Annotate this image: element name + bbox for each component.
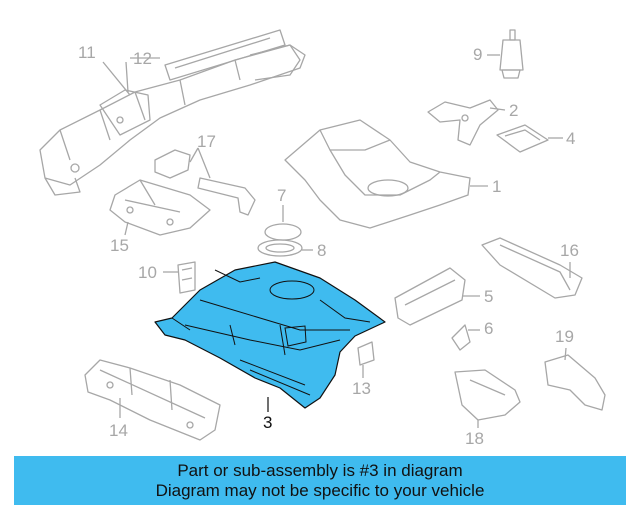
callout-3-highlighted: 3 (263, 413, 273, 432)
part-12-reinforcement[interactable] (164, 29, 286, 81)
callout-10: 10 (138, 263, 157, 282)
callout-18: 18 (465, 429, 484, 448)
callout-11: 11 (78, 43, 96, 62)
callout-4: 4 (566, 129, 576, 148)
callout-2: 2 (509, 101, 519, 120)
caption-line-1: Part or sub-assembly is #3 in diagram (177, 461, 463, 480)
caption-line-2: Diagram may not be specific to your vehi… (155, 481, 485, 500)
callout-7: 7 (277, 186, 287, 205)
callout-1: 1 (492, 177, 502, 196)
callout-8: 8 (317, 241, 327, 260)
caption-bar: Part or sub-assembly is #3 in diagram Di… (14, 456, 626, 505)
callout-5: 5 (484, 287, 494, 306)
part-7-plug[interactable] (264, 205, 302, 241)
part-14-crossmember[interactable] (84, 359, 221, 441)
part-13-plate[interactable] (357, 341, 375, 378)
callout-17: 17 (197, 132, 216, 151)
part-3-rear-floor-pan-highlighted[interactable] (154, 261, 386, 412)
part-16-rail[interactable] (481, 237, 583, 299)
part-1-rear-floor[interactable] (284, 119, 488, 229)
part-15-crossmember[interactable] (109, 179, 211, 236)
part-5-member[interactable] (394, 267, 480, 326)
part-17-brackets[interactable] (154, 147, 256, 216)
parts-diagram (39, 29, 606, 441)
part-6-clip[interactable] (451, 324, 480, 351)
part-2-bracket[interactable] (427, 99, 506, 146)
leader-lines-11-12 (102, 57, 160, 96)
callout-9: 9 (473, 45, 483, 64)
part-11-frame-rail[interactable] (39, 44, 306, 196)
callout-13: 13 (352, 379, 371, 398)
callout-16: 16 (560, 241, 579, 260)
callout-6: 6 (484, 319, 494, 338)
part-9-component[interactable] (487, 29, 524, 79)
callout-14: 14 (109, 421, 128, 440)
part-8-seal[interactable] (257, 239, 313, 257)
part-19-bracket[interactable] (544, 347, 606, 411)
callout-19: 19 (555, 327, 574, 346)
part-18-cover[interactable] (454, 369, 521, 428)
part-10-bracket[interactable] (163, 261, 196, 294)
callout-12: 12 (133, 49, 152, 68)
callout-15: 15 (110, 236, 129, 255)
part-4-plate[interactable] (496, 124, 563, 153)
